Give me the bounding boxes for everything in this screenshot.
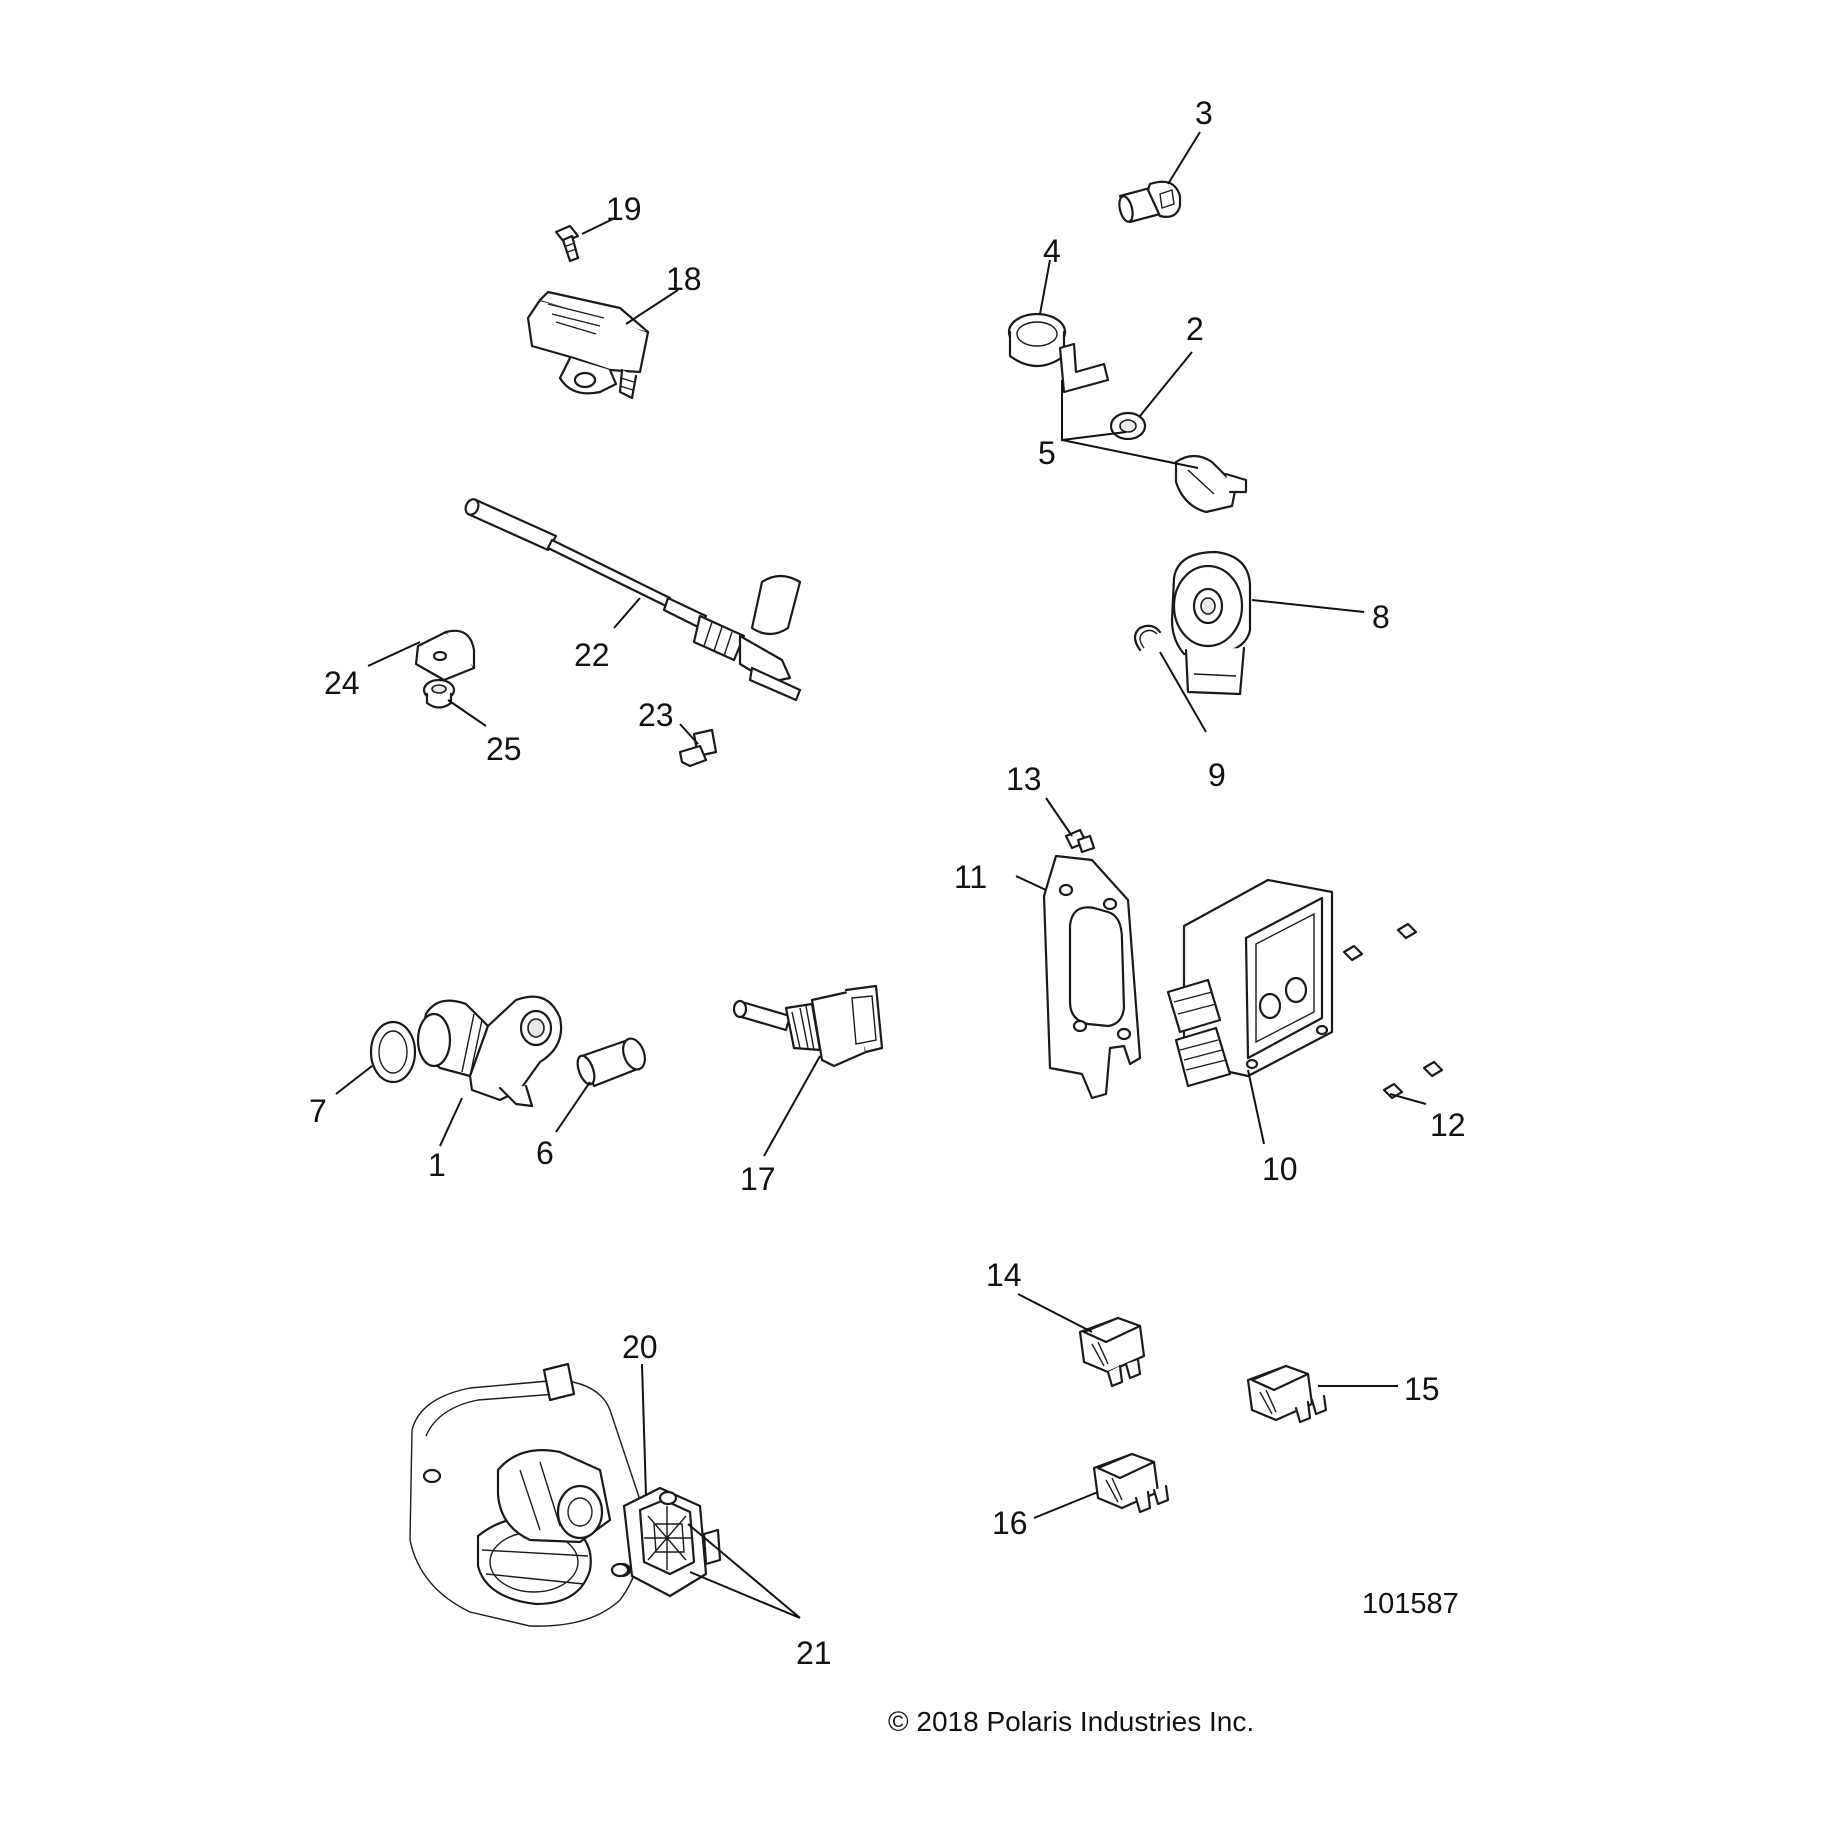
callout-8: 8 <box>1372 599 1390 635</box>
part-16-relay <box>1092 1452 1170 1514</box>
part-6-bushing <box>576 1037 646 1088</box>
part-5-sensor-assembly <box>1058 342 1248 514</box>
callout-18: 18 <box>666 261 702 297</box>
callout-12: 12 <box>1430 1107 1466 1143</box>
callout-25: 25 <box>486 731 522 767</box>
part-25-grommet <box>422 678 456 709</box>
callout-9: 9 <box>1208 757 1226 793</box>
callout-24: 24 <box>324 665 360 701</box>
part-17-temp-sensor <box>732 984 884 1068</box>
callout-16: 16 <box>992 1505 1028 1541</box>
callout-2: 2 <box>1186 311 1204 347</box>
part-18-map-sensor <box>526 290 650 400</box>
part-22-speed-sensor <box>464 498 802 702</box>
part-12-screws <box>1342 922 1444 1100</box>
part-9-circlip <box>1133 624 1162 652</box>
callouts: 1 2 3 4 5 6 7 8 9 10 11 12 13 14 15 16 1… <box>309 95 1466 1671</box>
part-24-clip <box>414 629 476 682</box>
callout-23: 23 <box>638 697 674 733</box>
callout-10: 10 <box>1262 1151 1298 1187</box>
part-1-cam-sensor <box>416 995 563 1108</box>
leader-lines <box>335 131 1427 1619</box>
callout-22: 22 <box>574 637 610 673</box>
part-10-ecu <box>1166 878 1334 1088</box>
callout-11: 11 <box>954 859 987 895</box>
callout-19: 19 <box>606 191 642 227</box>
part-19-bolt <box>554 224 580 263</box>
callout-3: 3 <box>1195 95 1213 131</box>
callout-7: 7 <box>309 1093 327 1129</box>
callout-13: 13 <box>1006 761 1042 797</box>
callout-21: 21 <box>796 1635 832 1671</box>
part-20-throttle-body <box>409 1362 644 1627</box>
callout-5: 5 <box>1038 435 1056 471</box>
callout-1: 1 <box>428 1147 446 1183</box>
part-23-bolt <box>678 728 718 768</box>
part-11-ecu-bracket <box>1042 854 1142 1100</box>
copyright-notice: © 2018 Polaris Industries Inc. <box>888 1706 1255 1737</box>
callout-4: 4 <box>1043 233 1061 269</box>
part-15-relay <box>1246 1364 1328 1424</box>
part-3-plug <box>1118 180 1182 224</box>
part-21-throttle-sensor <box>610 1486 722 1598</box>
callout-6: 6 <box>536 1135 554 1171</box>
figure-number: 101587 <box>1362 1588 1459 1620</box>
part-8-knock-sensor <box>1170 550 1252 696</box>
callout-14: 14 <box>986 1257 1022 1293</box>
part-14-relay <box>1078 1316 1146 1388</box>
callout-15: 15 <box>1404 1371 1440 1407</box>
part-4-cap <box>1007 312 1067 368</box>
callout-17: 17 <box>740 1161 776 1197</box>
part-7-o-ring <box>369 1020 417 1084</box>
callout-20: 20 <box>622 1329 658 1365</box>
